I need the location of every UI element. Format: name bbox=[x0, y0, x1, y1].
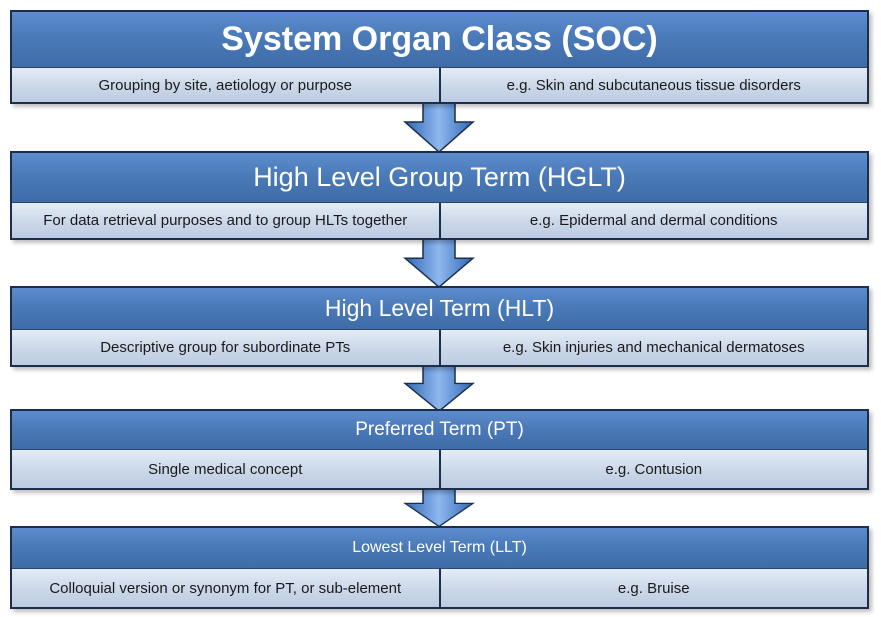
down-arrow-icon bbox=[403, 365, 475, 413]
level-description: Grouping by site, aetiology or purpose bbox=[12, 68, 441, 102]
level-title: High Level Term (HLT) bbox=[12, 288, 867, 330]
level-pt: Preferred Term (PT) Single medical conce… bbox=[10, 409, 869, 490]
down-arrow-icon bbox=[403, 239, 475, 289]
level-example: e.g. Epidermal and dermal conditions bbox=[440, 203, 867, 238]
level-example: e.g. Skin and subcutaneous tissue disord… bbox=[440, 68, 867, 102]
level-title: Lowest Level Term (LLT) bbox=[12, 528, 867, 569]
level-title: System Organ Class (SOC) bbox=[12, 12, 867, 68]
level-example: e.g. Skin injuries and mechanical dermat… bbox=[440, 330, 867, 365]
down-arrow-icon bbox=[403, 102, 475, 154]
level-description: Descriptive group for subordinate PTs bbox=[12, 330, 441, 365]
level-title: Preferred Term (PT) bbox=[12, 411, 867, 450]
level-description: Single medical concept bbox=[12, 450, 441, 488]
level-title: High Level Group Term (HGLT) bbox=[12, 153, 867, 203]
level-description: For data retrieval purposes and to group… bbox=[12, 203, 441, 238]
level-description: Colloquial version or synonym for PT, or… bbox=[12, 569, 441, 607]
level-soc: System Organ Class (SOC) Grouping by sit… bbox=[10, 10, 869, 104]
level-hlt: High Level Term (HLT) Descriptive group … bbox=[10, 286, 869, 367]
down-arrow-icon bbox=[403, 488, 475, 528]
level-example: e.g. Bruise bbox=[440, 569, 867, 607]
level-llt: Lowest Level Term (LLT) Colloquial versi… bbox=[10, 526, 869, 609]
level-example: e.g. Contusion bbox=[440, 450, 867, 488]
level-hglt: High Level Group Term (HGLT) For data re… bbox=[10, 151, 869, 240]
